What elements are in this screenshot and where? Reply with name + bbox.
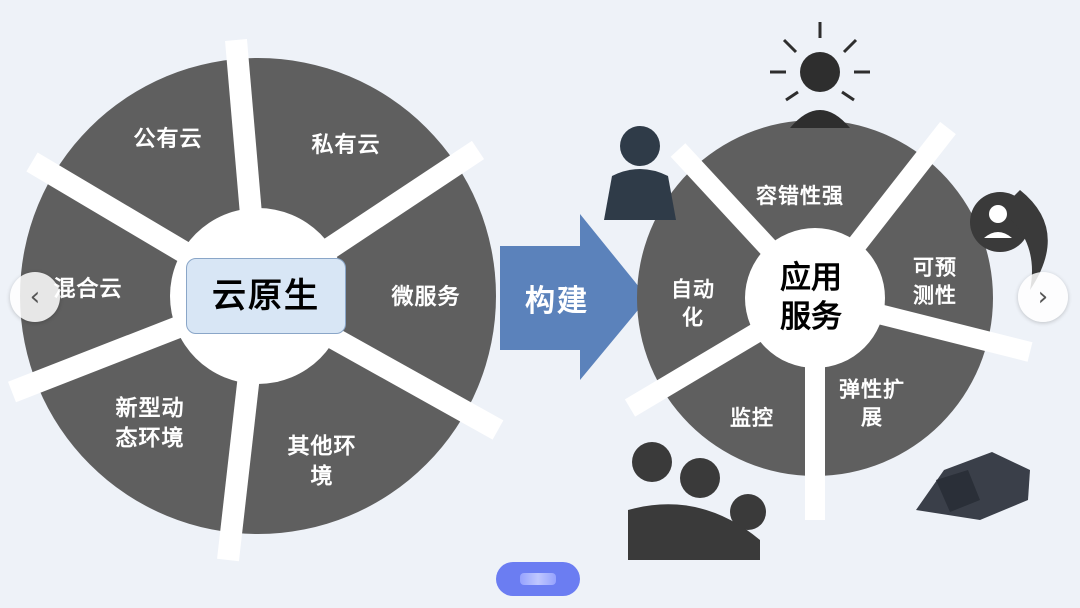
presenter-idea-icon xyxy=(770,22,870,128)
segment-private-cloud: 私有云 xyxy=(311,133,381,159)
user-speech-bubble-icon xyxy=(970,190,1048,290)
chevron-left-icon: ‹ xyxy=(29,282,41,312)
carousel-pager[interactable] xyxy=(496,562,580,596)
build-arrow xyxy=(500,214,648,380)
business-man-icon xyxy=(604,126,676,220)
center-cloud-native: 云原生 xyxy=(186,258,346,334)
segment-elastic-scaling: 弹性扩 展 xyxy=(839,377,905,430)
segment-predictability: 可预 测性 xyxy=(913,255,957,308)
segment-microservices: 微服务 xyxy=(391,285,461,311)
segment-public-cloud: 公有云 xyxy=(133,127,203,153)
segment-automation: 自动 化 xyxy=(671,277,715,330)
segment-monitoring: 监控 xyxy=(730,405,774,430)
segment-fault-tolerance: 容错性强 xyxy=(756,183,844,208)
carousel-next-button[interactable]: › xyxy=(1018,272,1068,322)
carousel-prev-button[interactable]: ‹ xyxy=(10,272,60,322)
segment-other-env: 其他环 境 xyxy=(287,434,357,489)
center-app-services: 应用 服务 xyxy=(748,235,874,361)
chevron-right-icon: › xyxy=(1037,282,1049,312)
meeting-people-icon xyxy=(628,442,766,560)
pager-indicator xyxy=(520,573,556,585)
segment-hybrid-cloud: 混合云 xyxy=(53,277,123,303)
segment-new-dynamic-env: 新型动 态环境 xyxy=(115,396,185,451)
handshake-icon xyxy=(916,452,1030,520)
arrow-label-build: 构建 xyxy=(525,284,589,319)
